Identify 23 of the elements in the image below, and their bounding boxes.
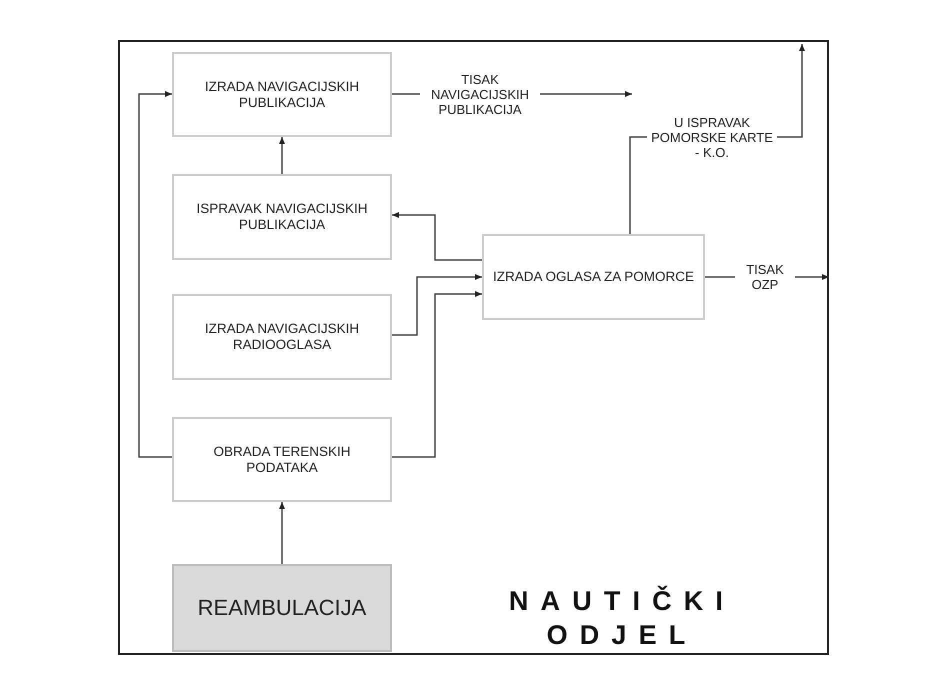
arrow [392,274,482,336]
arrow [279,502,285,564]
edge-label: TISAK OZP [735,262,795,292]
arrow [279,137,285,174]
edge-label: U ISPRAVAK POMORSKE KARTE - K.O. [647,114,777,160]
edge-label: TISAK NAVIGACIJSKIH PUBLIKACIJA [420,72,540,116]
process-box [482,234,705,320]
process-box [172,174,392,260]
box-label: IZRADA NAVIGACIJSKIH RADIOOGLASA [204,321,360,353]
frame-title: NAUTIČKI ODJEL [508,584,736,652]
arrow [392,291,482,458]
process-box [172,564,392,652]
process-box [172,417,392,502]
box-label: IZRADA NAVIGACIJSKIH PUBLIKACIJA [204,78,360,110]
box-label: OBRADA TERENSKIH PODATAKA [212,444,352,476]
process-box [172,52,392,137]
box-label: ISPRAVAK NAVIGACIJSKIH PUBLIKACIJA [195,201,369,233]
arrow [138,91,172,458]
process-box [172,294,392,380]
box-label: IZRADA OGLASA ZA POMORCE [492,269,694,285]
box-label: REAMBULACIJA [198,595,366,621]
frame-box [118,40,829,655]
arrow [392,212,482,261]
